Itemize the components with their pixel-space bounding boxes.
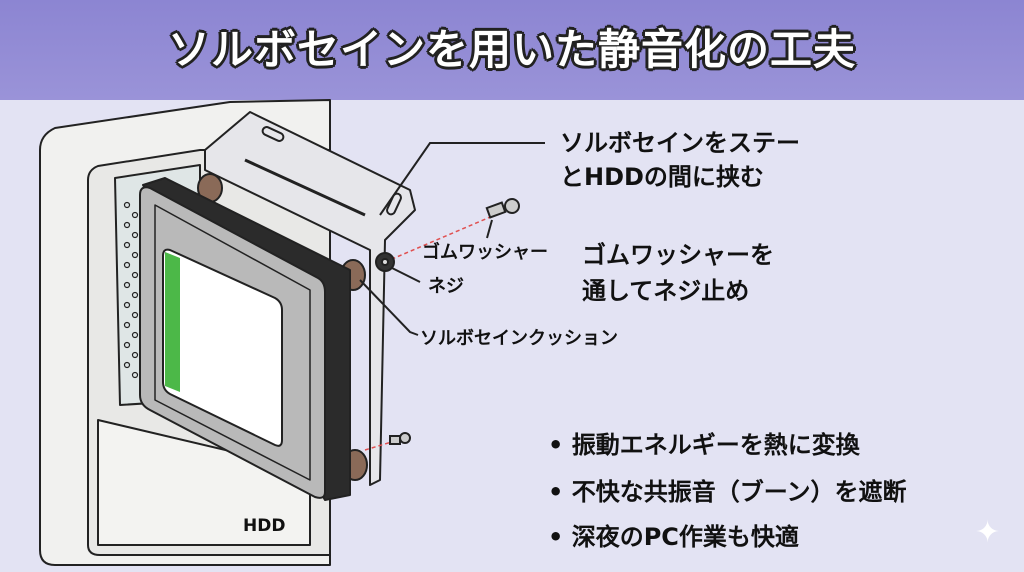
page-title: ソルボセインを用いた静音化の工夫	[167, 25, 856, 74]
bullet-item: • 不快な共振音（ブーン）を遮断	[548, 478, 907, 506]
callout-washer-1: ゴムワッシャーを	[582, 241, 774, 269]
bullet-item: • 振動エネルギーを熱に変換	[548, 431, 860, 459]
label-screw: ネジ	[428, 276, 464, 297]
drive-bracket	[204, 111, 416, 486]
callout-sorbothane-2: とHDDの間に挟む	[560, 163, 764, 191]
bullet-item: • 深夜のPC作業も快適	[548, 523, 799, 551]
hdd-label	[162, 248, 283, 447]
screw	[485, 201, 507, 219]
label-sorbothane-cushion: ソルボセインクッション	[420, 328, 618, 349]
callout-washer-2: 通してネジ止め	[582, 277, 750, 305]
sparkle-icon: ✦	[975, 515, 1001, 550]
screw	[389, 435, 401, 445]
callout-sorbothane-1: ソルボセインをステー	[560, 129, 800, 157]
title-banner	[0, 0, 1024, 100]
label-rubber-washer: ゴムワッシャー	[422, 242, 548, 263]
label-hdd: HDD	[243, 516, 286, 536]
